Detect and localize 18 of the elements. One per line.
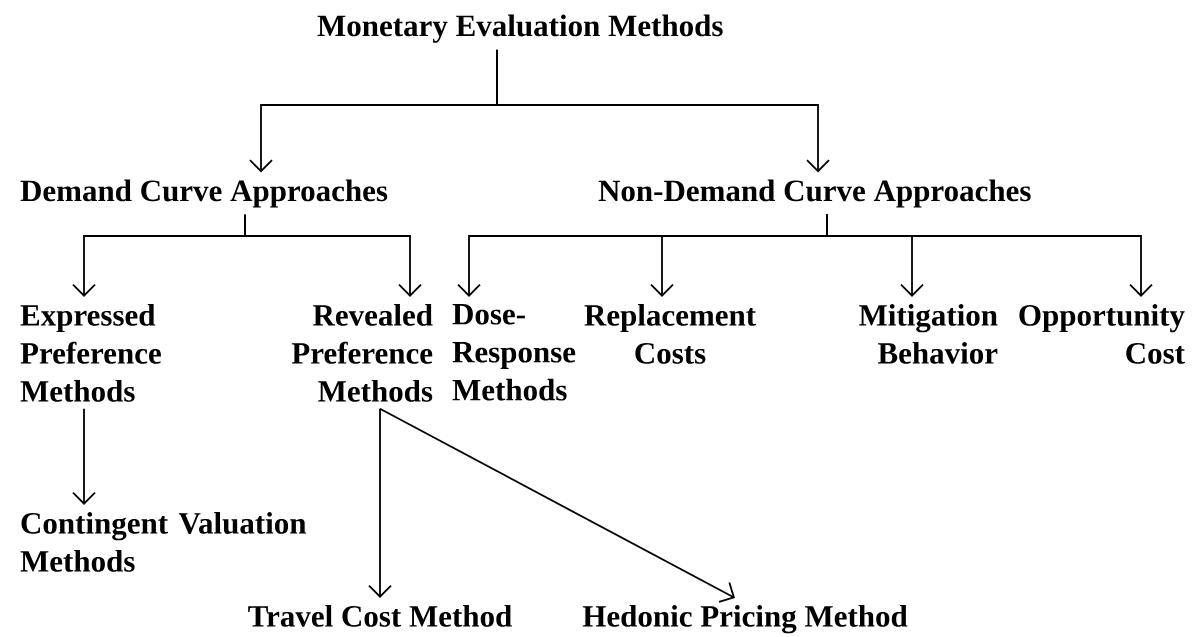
label-text: Demand Curve Approaches — [20, 179, 388, 208]
label-text: Mitigation Behavior — [859, 304, 998, 364]
label-text: Monetary Evaluation Methods — [317, 14, 723, 43]
label-text: Hedonic Pricing Method — [582, 605, 908, 634]
arrow — [368, 407, 392, 598]
label-text: Revealed Preference Methods — [291, 304, 433, 402]
arrow — [826, 213, 1153, 297]
label-text: Contingent Valuation Methods — [20, 512, 307, 572]
arrow — [72, 407, 96, 505]
label-text: Opportunity Cost — [1019, 304, 1185, 364]
label-text: Dose-Response Methods — [452, 304, 576, 401]
label-text: Replacement Costs — [584, 304, 756, 364]
arrow — [496, 48, 830, 173]
label-text: Non-Demand Curve Approaches — [598, 179, 1031, 208]
arrow — [379, 407, 735, 603]
label-text: Expressed Preference Methods — [20, 304, 161, 402]
label-text: Travel Cost Method — [248, 605, 512, 627]
arrow — [244, 213, 422, 297]
